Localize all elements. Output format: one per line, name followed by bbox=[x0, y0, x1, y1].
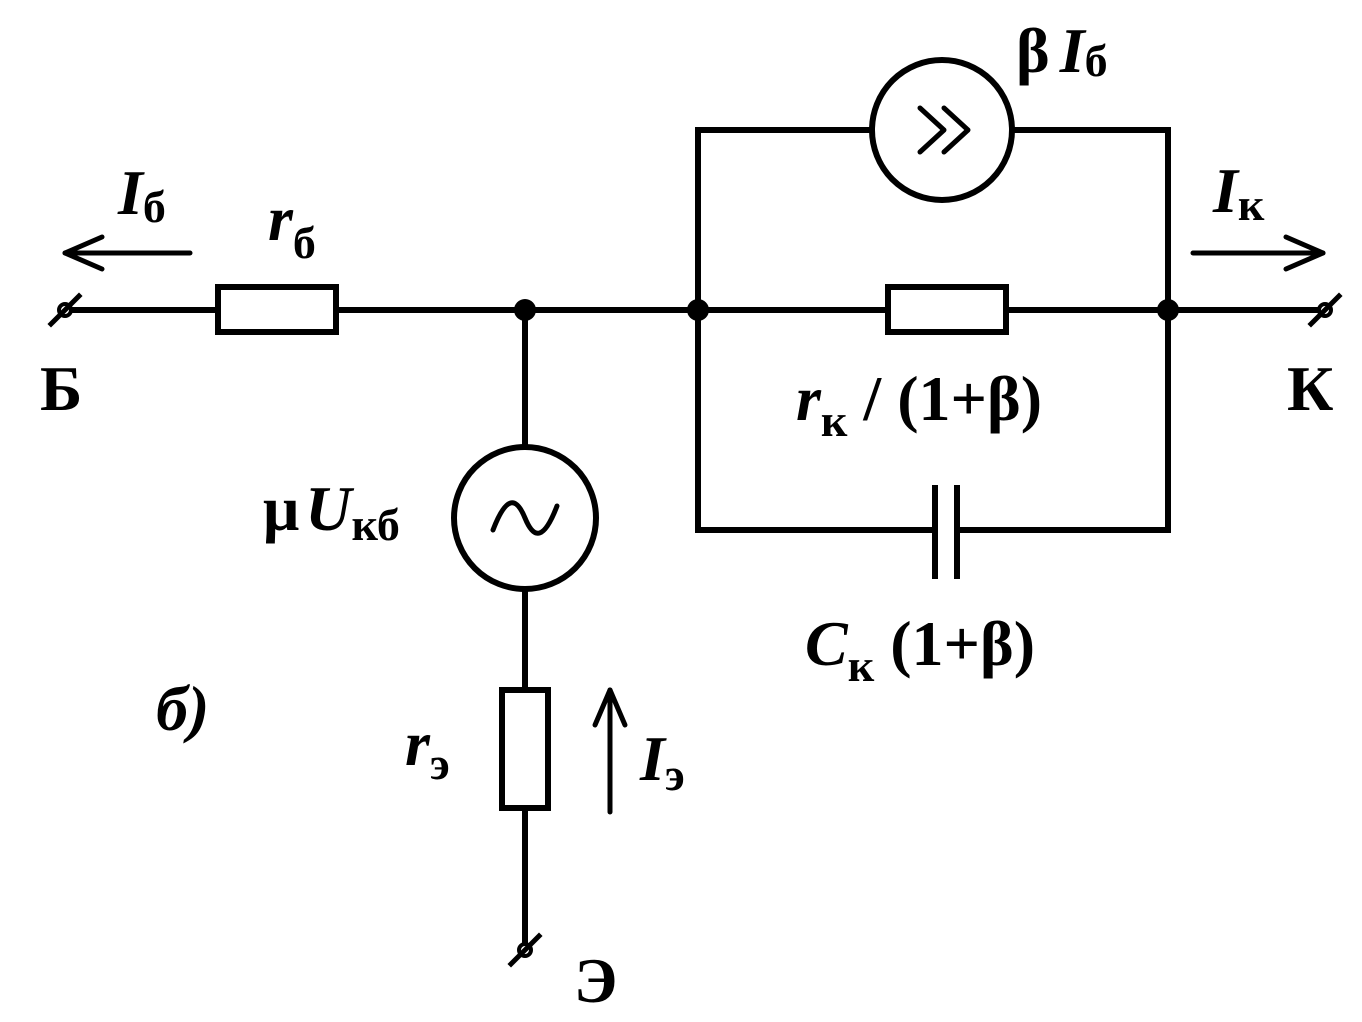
emitter-terminal-node bbox=[507, 932, 543, 968]
junction-dots bbox=[514, 299, 1179, 321]
base-resistor bbox=[215, 284, 339, 335]
capacitor-label: Cк (1+β) bbox=[805, 608, 1035, 691]
emitter-current-arrow bbox=[592, 687, 628, 815]
collector-terminal-label: К bbox=[1287, 353, 1333, 424]
collector-current-label: Iк bbox=[1212, 155, 1265, 230]
collector-capacitor bbox=[932, 485, 960, 579]
emitter-current-label: Iэ bbox=[639, 723, 685, 800]
collector-resistor-label: rк / (1+β) bbox=[796, 363, 1042, 446]
wires bbox=[62, 127, 1328, 951]
base-current-label: Iб bbox=[117, 157, 166, 232]
voltage-source-label: μUкб bbox=[263, 473, 400, 550]
emitter-terminal-label: Э bbox=[574, 945, 617, 1016]
figure-label: б) bbox=[156, 673, 209, 744]
base-terminal-label: Б bbox=[40, 353, 82, 424]
collector-resistor bbox=[885, 284, 1009, 335]
base-resistor-label: rб bbox=[268, 183, 316, 268]
base-terminal-node bbox=[47, 292, 83, 328]
base-current-arrow bbox=[62, 234, 193, 272]
current-source bbox=[869, 57, 1015, 203]
collector-current-arrow bbox=[1190, 234, 1326, 272]
emitter-resistor-label: rэ bbox=[405, 708, 450, 789]
collector-terminal-node bbox=[1307, 292, 1343, 328]
voltage-source bbox=[451, 444, 599, 592]
emitter-resistor bbox=[499, 687, 551, 811]
